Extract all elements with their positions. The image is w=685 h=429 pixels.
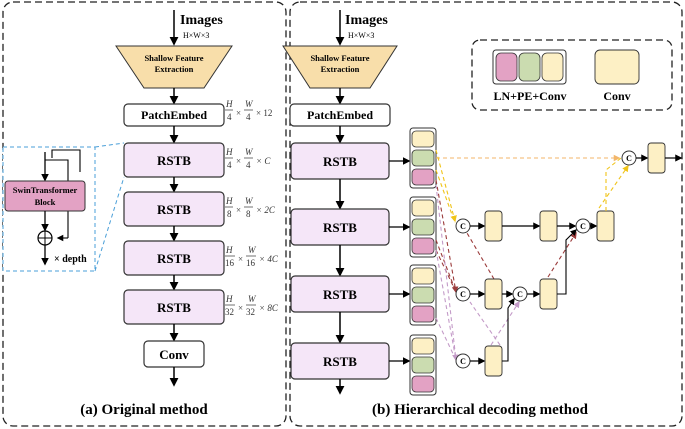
rstb-label: RSTB (323, 154, 357, 169)
shallow-line1: Shallow Feature (310, 53, 369, 63)
caption-a: (a) Original method (80, 402, 208, 418)
concat-label: C (460, 222, 466, 231)
module-stack-2 (409, 196, 437, 258)
svg-text:H: H (225, 99, 233, 109)
swin-label-1: SwinTransformer (13, 185, 78, 195)
svg-text:16: 16 (246, 258, 256, 268)
rstb-label: RSTB (323, 220, 357, 235)
conv-block (484, 278, 503, 310)
conv-block (484, 345, 503, 377)
rstb-label: RSTB (157, 251, 191, 266)
svg-text:×: × (236, 108, 241, 118)
svg-text:W: W (245, 196, 254, 206)
images-label: Images (345, 13, 388, 28)
legend-frame (471, 39, 673, 111)
panel-b-frame (289, 1, 683, 427)
svg-text:×: × (238, 303, 243, 313)
svg-text:4: 4 (227, 160, 232, 170)
dims-patch: H 4 × W 4 × 12 (225, 99, 272, 122)
dims-rstb-4: H 32 × W 32 × 8C (225, 294, 279, 317)
shallow-line1: Shallow Feature (144, 53, 203, 63)
conv-block (539, 278, 558, 310)
svg-text:× 12: × 12 (256, 108, 272, 118)
legend-group-label: LN+PE+Conv (493, 89, 566, 103)
shallow-feature-trapezoid (115, 45, 233, 89)
svg-text:H: H (225, 294, 233, 304)
svg-text:16: 16 (225, 258, 235, 268)
inset-connector-top (94, 142, 125, 148)
svg-text:W: W (248, 245, 257, 255)
svg-text:4: 4 (227, 112, 232, 122)
rstb-label: RSTB (157, 153, 191, 168)
conv-block (484, 210, 503, 242)
images-dims: H×W×3 (183, 31, 209, 40)
concat-label: C (580, 222, 586, 231)
arrow (557, 229, 577, 295)
legend-green (518, 52, 541, 82)
svg-text:H: H (225, 245, 233, 255)
shallow-line2: Extraction (155, 64, 194, 74)
svg-text:× C: × C (256, 156, 271, 166)
concat-label: C (460, 357, 466, 366)
panel-b: Images H×W×3 Shallow Feature Extraction … (282, 10, 683, 418)
arrow (502, 297, 515, 362)
dims-rstb-2: H 8 × W 8 × 2C (225, 196, 276, 219)
shallow-line2: Extraction (321, 64, 360, 74)
up-arrow (605, 157, 622, 211)
svg-text:H: H (225, 196, 233, 206)
swin-label-2: Block (35, 197, 56, 207)
svg-text:× 2C: × 2C (256, 205, 276, 215)
patchembed-label: PatchEmbed (307, 108, 373, 122)
concat-label: C (626, 154, 632, 163)
legend-conv-box (594, 49, 640, 85)
conv-block (647, 142, 666, 174)
rstb-label: RSTB (157, 300, 191, 315)
rstb-label: RSTB (323, 287, 357, 302)
svg-text:8: 8 (227, 209, 232, 219)
patchembed-label: PatchEmbed (141, 108, 207, 122)
svg-text:× 4C: × 4C (259, 254, 279, 264)
svg-text:×: × (236, 205, 241, 215)
legend-pink (495, 52, 518, 82)
rstb-label: RSTB (157, 202, 191, 217)
images-dims: H×W×3 (348, 31, 374, 40)
images-label: Images (180, 13, 223, 28)
conv-label: Conv (159, 347, 189, 362)
svg-text:W: W (245, 99, 254, 109)
svg-text:32: 32 (246, 307, 255, 317)
module-stack-4 (409, 334, 437, 396)
svg-text:W: W (245, 147, 254, 157)
shallow-feature-trapezoid (282, 45, 398, 89)
svg-text:4: 4 (246, 160, 251, 170)
svg-text:4: 4 (246, 112, 251, 122)
inset-connector-bottom (94, 176, 125, 272)
dims-rstb-1: H 4 × W 4 × C (225, 147, 271, 170)
legend-cream (541, 52, 564, 82)
depth-label: × depth (54, 254, 87, 265)
rstb-label: RSTB (323, 354, 357, 369)
module-stack-3 (409, 264, 437, 326)
svg-text:32: 32 (225, 307, 234, 317)
module-stack-1 (409, 127, 437, 189)
concat-label: C (460, 290, 466, 299)
caption-b: (b) Hierarchical decoding method (372, 402, 589, 418)
svg-text:×: × (236, 156, 241, 166)
svg-text:8: 8 (246, 209, 251, 219)
legend-conv-label: Conv (603, 89, 630, 103)
svg-text:W: W (248, 294, 257, 304)
conv-block (596, 210, 615, 242)
panel-a: Images H×W×3 Shallow Feature Extraction … (2, 10, 279, 418)
conv-block (539, 210, 558, 242)
svg-text:× 8C: × 8C (259, 303, 279, 313)
repeat-loop (51, 149, 81, 172)
svg-text:H: H (225, 147, 233, 157)
skip-connections (435, 149, 629, 362)
dims-rstb-3: H 16 × W 16 × 4C (225, 245, 279, 268)
concat-label: C (517, 290, 523, 299)
svg-text:×: × (238, 254, 243, 264)
